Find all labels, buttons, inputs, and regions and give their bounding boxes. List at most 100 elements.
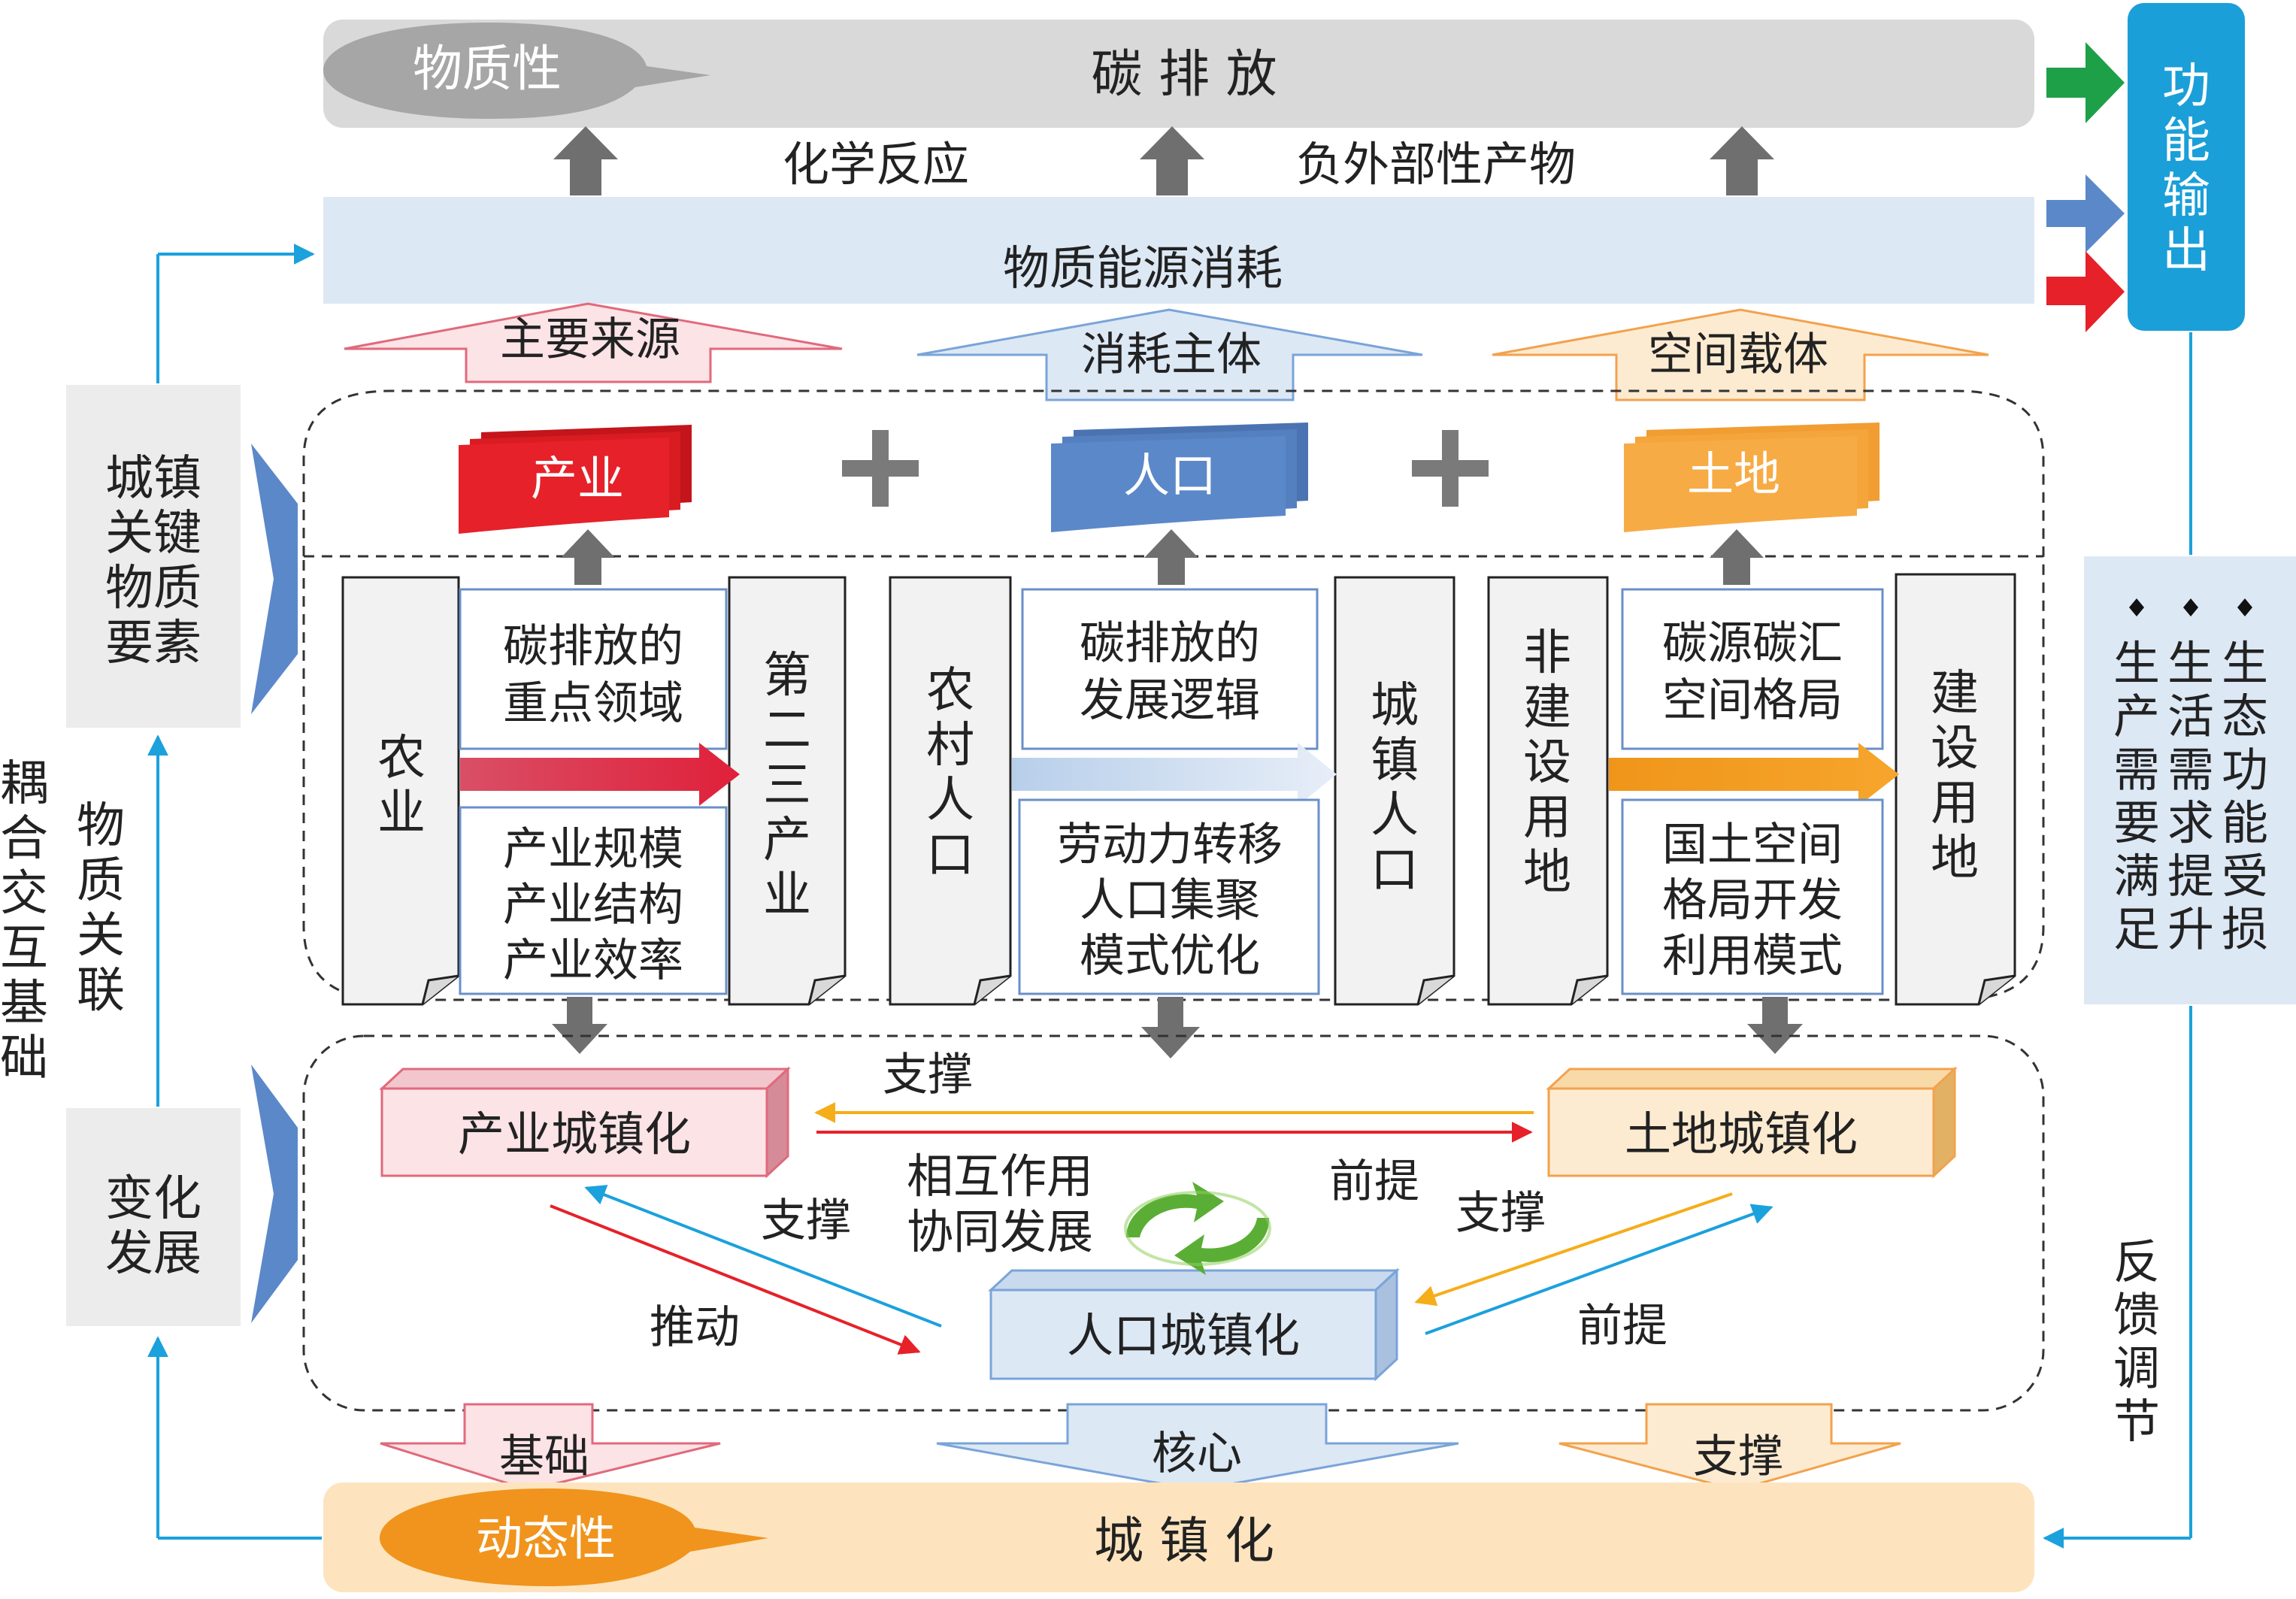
down-arrow-gray-1 (552, 997, 607, 1054)
main-source-arrow (344, 302, 843, 383)
energy-consumption-bar (323, 197, 2034, 304)
plus-icon-1 (842, 430, 919, 507)
factor-up-arrow-1 (561, 529, 615, 585)
population-logic-line-2: 发展逻辑 (1080, 674, 1260, 727)
secondary-tertiary-label: 第二三产业 (763, 648, 811, 923)
left-blue-chevron-bottom (251, 1064, 298, 1323)
urbanization-title: 城 镇 化 (1094, 1512, 1274, 1570)
coupling-basis-label: 耦合交互基础 (0, 756, 48, 1086)
core-arrow (936, 1403, 1459, 1491)
territorial-space-box (1621, 798, 1884, 995)
function-output-box (2128, 3, 2245, 331)
bullet-icon-1 (2129, 598, 2144, 616)
carbon-source-sink-box (1621, 588, 1884, 750)
factor-up-arrow-2 (1144, 529, 1198, 585)
industry-key-area-line-1: 碳排放的 (503, 620, 683, 673)
up-arrow-gray-3 (1710, 126, 1774, 195)
urbanization-bar (323, 1482, 2034, 1592)
rel-drive: 推动 (650, 1301, 740, 1354)
basis-arrow (380, 1403, 721, 1491)
urban-population-label: 城镇人口 (1371, 678, 1419, 898)
change-development-label: 变化发展 (105, 1171, 201, 1282)
consumption-subject-arrow (916, 308, 1423, 401)
energy-consumption-label: 物质能源消耗 (1003, 241, 1283, 295)
cycle-icon (1124, 1182, 1271, 1275)
chemical-reaction-label: 化学反应 (783, 137, 969, 192)
labor-transfer-line-3: 模式优化 (1080, 930, 1260, 983)
rel-support-top: 支撑 (883, 1049, 973, 1101)
factor-industry-stack: 产业 (459, 425, 692, 534)
rel-support-right: 支撑 (1455, 1187, 1546, 1240)
factor-industry-label: 产业 (531, 451, 624, 506)
living-need-label: 生活需求提升 (2167, 636, 2214, 957)
land-urbanization-label: 土地城镇化 (1625, 1107, 1858, 1161)
materiality-badge-label: 物质性 (413, 40, 562, 98)
territorial-space-line-2: 格局开发 (1662, 874, 1843, 927)
up-arrow-gray-1 (553, 126, 618, 195)
core-label: 核心 (1152, 1428, 1242, 1480)
plus-icon-2 (1412, 430, 1489, 507)
consumption-subject-label: 消耗主体 (1081, 329, 1262, 381)
territorial-space-line-1: 国土空间 (1662, 819, 1843, 871)
industry-scale-line-3: 产业效率 (503, 934, 683, 987)
bullet-icon-2 (2183, 598, 2198, 616)
output-arrow-blue (2046, 174, 2125, 253)
factor-land-stack: 土地 (1624, 422, 1880, 532)
left-blue-chevron-top (251, 444, 298, 714)
population-logic-line-1: 碳排放的 (1080, 617, 1260, 670)
population-urbanization-label: 人口城镇化 (1067, 1308, 1300, 1363)
agriculture-label: 农业 (377, 731, 426, 841)
factor-up-arrow-3 (1710, 529, 1764, 585)
labor-transfer-line-1: 劳动力转移 (1057, 819, 1283, 871)
space-carrier-label: 空间载体 (1648, 329, 1828, 381)
land-transition-arrow (1609, 743, 1899, 806)
externality-label: 负外部性产物 (1296, 137, 1576, 192)
main-source-label: 主要来源 (500, 313, 680, 366)
industrial-urbanization-box: 产业城镇化 (379, 1066, 791, 1179)
carbon-source-sink-line-2: 空间格局 (1662, 674, 1843, 727)
arrow-industry-to-population (550, 1204, 921, 1355)
land-urbanization-box: 土地城镇化 (1546, 1066, 1958, 1179)
output-arrow-red (2046, 251, 2125, 332)
needs-panel (2084, 556, 2296, 1004)
carbon-emission-title: 碳 排 放 (1091, 45, 1277, 104)
function-output-label: 功能输出 (2162, 59, 2210, 279)
rel-support-left: 支撑 (761, 1195, 851, 1247)
non-construction-land-label: 非建设用地 (1523, 625, 1571, 901)
industry-scale-line-2: 产业结构 (503, 879, 683, 931)
rural-population-label: 农村人口 (926, 663, 974, 883)
factor-land-label: 土地 (1687, 447, 1780, 501)
population-logic-box (1021, 588, 1319, 750)
dynamism-badge (380, 1488, 768, 1586)
construction-land-label: 建设用地 (1931, 666, 1979, 886)
rel-premise-bottom: 前提 (1577, 1300, 1667, 1352)
output-arrow-green (2046, 42, 2125, 123)
labor-transfer-box (1018, 798, 1320, 995)
industry-key-area-line-2: 重点领域 (503, 677, 683, 730)
dynamism-badge-label: 动态性 (476, 1511, 616, 1566)
production-need-label: 生产需要满足 (2113, 636, 2160, 957)
labor-transfer-line-2: 人口集聚 (1080, 874, 1260, 927)
carbon-source-sink-line-1: 碳源碳汇 (1662, 617, 1843, 670)
factor-population-stack: 人口 (1051, 422, 1308, 532)
material-link-label: 物质关联 (77, 798, 125, 1019)
feedback-label: 反馈调节 (2113, 1234, 2160, 1449)
bullet-icon-3 (2237, 598, 2252, 616)
key-factors-label: 城镇关键物质要素 (105, 451, 201, 671)
materiality-badge (323, 23, 710, 119)
support-label: 支撑 (1693, 1431, 1783, 1483)
down-arrow-gray-3 (1747, 997, 1803, 1054)
population-urbanization-box: 人口城镇化 (988, 1267, 1400, 1382)
upper-dashed-frame (302, 389, 2045, 1001)
industrial-urbanization-label: 产业城镇化 (458, 1107, 691, 1161)
arrow-land-to-population (1414, 1192, 1733, 1307)
support-arrow (1558, 1403, 1901, 1491)
carbon-emission-bar (323, 20, 2034, 128)
population-transition-arrow (1012, 743, 1337, 806)
arrow-population-to-industry (584, 1185, 942, 1328)
rel-premise-top: 前提 (1329, 1155, 1419, 1208)
change-development-box (66, 1108, 241, 1326)
ecology-damage-label: 生态功能受损 (2222, 636, 2268, 957)
arrow-population-to-land (1425, 1204, 1773, 1335)
down-arrow-gray-2 (1141, 997, 1200, 1058)
